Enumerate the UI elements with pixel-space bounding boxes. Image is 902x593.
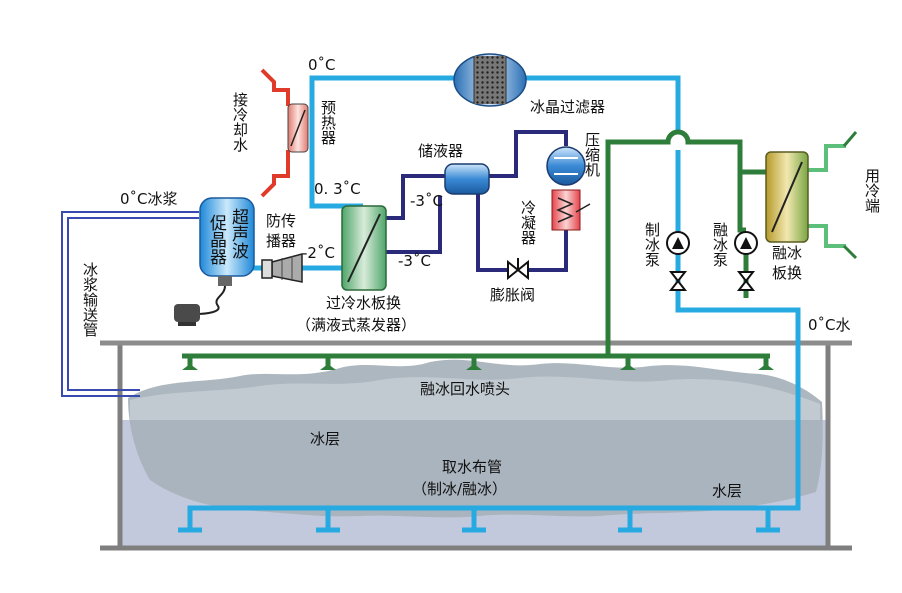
label-crystallizer: 促晶器 bbox=[206, 214, 227, 265]
nozzle-heads bbox=[182, 364, 774, 370]
label-ice-pump: 制冰泵 bbox=[643, 222, 661, 267]
condenser bbox=[551, 189, 591, 231]
label-temp-m3c-b: -3˚C bbox=[398, 252, 431, 270]
label-intake-pipe-sub: （制冰/融冰） bbox=[412, 480, 507, 498]
label-water-0c: 0˚C水 bbox=[808, 316, 851, 334]
ice-pump-valve bbox=[668, 271, 688, 291]
label-preheater: 预热器 bbox=[319, 100, 337, 145]
label-melt-return-nozzle: 融冰回水喷头 bbox=[420, 380, 510, 398]
user-end-pipes bbox=[806, 144, 846, 248]
storage-tank bbox=[100, 340, 852, 551]
label-ice-slurry-0c: 0˚C冰浆 bbox=[120, 190, 178, 208]
label-melt-hx-2: 板换 bbox=[772, 264, 802, 282]
label-intake-pipe: 取水布管 bbox=[442, 458, 502, 476]
label-temp-03c: 0. 3˚C bbox=[314, 180, 361, 198]
label-anti-propagation-2: 播器 bbox=[266, 232, 296, 250]
label-compressor: 压缩机 bbox=[583, 132, 601, 178]
cyan-pipes bbox=[178, 75, 801, 533]
label-user-end: 用冷端 bbox=[863, 168, 881, 213]
label-temp-0c-top: 0˚C bbox=[308, 56, 336, 74]
label-water-layer: 水层 bbox=[712, 482, 742, 500]
label-temp-m3c-a: -3˚C bbox=[410, 192, 443, 210]
ice-slurry-transport-pipe bbox=[61, 211, 199, 397]
label-ultrasonic: 超声波 bbox=[228, 208, 249, 259]
label-slurry-transport-pipe: 冰浆输送管 bbox=[81, 262, 99, 337]
label-ice-layer: 冰层 bbox=[310, 430, 340, 448]
melt-pump bbox=[734, 231, 758, 255]
preheater bbox=[287, 103, 309, 153]
crystallizer-tank bbox=[174, 197, 255, 326]
label-expansion-valve: 膨胀阀 bbox=[490, 286, 535, 304]
label-subcooled-hx-sub: （满液式蒸发器） bbox=[296, 316, 416, 334]
anti-propagation-device bbox=[261, 253, 303, 283]
label-anti-propagation-1: 防传 bbox=[266, 212, 296, 230]
melt-pump-valve bbox=[736, 271, 756, 291]
label-subcooled-hx: 过冷水板换 bbox=[326, 294, 401, 312]
label-ice-crystal-filter: 冰晶过滤器 bbox=[530, 98, 605, 116]
liquid-receiver bbox=[444, 163, 490, 195]
label-cooling-water-connect: 接冷却水 bbox=[231, 92, 249, 152]
melt-plate-hx bbox=[765, 151, 809, 243]
compressor bbox=[546, 146, 586, 186]
ice-making-pump bbox=[666, 231, 690, 255]
green-pipes bbox=[182, 129, 770, 366]
label-melt-hx-1: 融冰 bbox=[772, 244, 802, 262]
ice-crystal-filter bbox=[453, 53, 527, 107]
refrigerant-pipes bbox=[386, 130, 568, 272]
label-liquid-receiver: 储液器 bbox=[418, 142, 463, 160]
label-condenser: 冷凝器 bbox=[519, 200, 537, 245]
expansion-valve bbox=[507, 258, 529, 281]
label-melt-pump: 融冰泵 bbox=[711, 222, 729, 267]
cooling-water-pipe bbox=[260, 68, 290, 198]
label-temp-m2c: -2˚C bbox=[302, 244, 335, 262]
subcooled-plate-hx bbox=[341, 205, 387, 291]
user-end-arrows bbox=[842, 131, 858, 260]
